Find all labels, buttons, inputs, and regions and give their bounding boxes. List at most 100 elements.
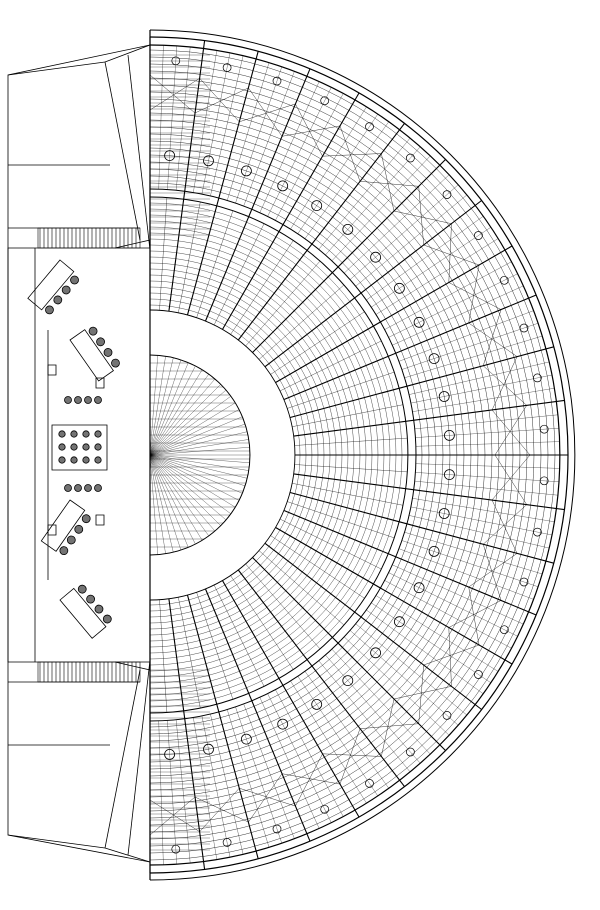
outer-seat-divider	[305, 122, 389, 239]
orchestra-grid-line	[150, 455, 188, 547]
orchestra-grid-line	[150, 455, 215, 531]
vomitory-exit	[500, 276, 508, 284]
structural-brace	[449, 628, 452, 687]
main-aisle-line	[290, 347, 554, 418]
orchestra-grid-line	[150, 455, 181, 550]
prop-seat	[95, 485, 102, 492]
inner-seat-divider	[280, 341, 381, 391]
inner-seat-divider	[197, 211, 233, 318]
outer-seat-divider	[268, 694, 332, 823]
structural-brace	[469, 553, 517, 587]
vomitory-exit	[165, 749, 175, 759]
vomitory-exit	[312, 699, 322, 709]
outer-seat-divider	[402, 323, 538, 369]
inner-seat-divider	[246, 261, 321, 346]
prop-table	[52, 425, 107, 470]
vomitory-exit	[366, 779, 374, 787]
outer-seat-divider	[176, 720, 190, 863]
prop-seat	[61, 284, 72, 295]
orchestra-grid-line	[150, 356, 166, 455]
outer-seat-divider	[260, 82, 319, 213]
vomitory-exit	[540, 425, 548, 433]
vomitory-exit	[414, 583, 424, 593]
outer-seat-divider	[389, 274, 518, 338]
outer-seat-divider	[366, 610, 483, 694]
inner-seat-divider	[271, 312, 365, 375]
main-aisle-line	[169, 599, 205, 870]
outer-seat-divider	[415, 428, 559, 437]
outer-seat-divider	[385, 262, 512, 330]
structural-brace	[381, 154, 394, 212]
orchestra-grid-line	[150, 355, 158, 455]
prop-seat	[102, 347, 113, 358]
orchestra-grid-line	[150, 455, 173, 552]
inner-seat-divider	[214, 585, 264, 686]
inner-seat-divider	[178, 597, 200, 708]
vomitory-exit	[429, 354, 439, 364]
orchestra-grid-line	[150, 455, 221, 526]
orchestra-grid-line	[150, 363, 188, 455]
structural-brace	[419, 186, 424, 245]
structural-brace	[449, 600, 501, 627]
vomitory-exit	[273, 77, 281, 85]
outer-seat-divider	[415, 415, 558, 429]
inner-seat-divider	[214, 224, 264, 325]
prop-table-block	[52, 425, 107, 470]
inner-seat-divider	[292, 483, 403, 505]
outer-seat-divider	[411, 375, 552, 403]
orchestra-grid-line	[150, 455, 231, 514]
outer-seat-divider	[319, 661, 410, 772]
stair-run-top	[38, 228, 140, 248]
orchestra-grid-line	[150, 424, 245, 455]
structural-brace	[282, 126, 340, 136]
orchestra-grid-line	[150, 439, 249, 455]
structural-brace	[248, 774, 282, 822]
vomitory-exit	[533, 528, 541, 536]
prop-seat	[59, 457, 65, 463]
structural-brace	[323, 754, 382, 757]
vomitory-exit	[443, 711, 451, 719]
structural-brace	[424, 645, 479, 665]
wing-stairs	[38, 228, 140, 682]
vomitory-exit	[474, 232, 482, 240]
inner-seat-divider	[231, 576, 294, 670]
structural-brace	[483, 310, 501, 366]
main-aisle-line	[206, 69, 311, 321]
outer-seat-divider	[159, 721, 164, 865]
main-aisle-line	[223, 581, 360, 817]
vomitory-exit	[444, 470, 454, 480]
inner-seat-divider	[178, 202, 200, 313]
vomitory-exit	[443, 191, 451, 199]
structural-brace	[424, 245, 479, 265]
prop-platform	[41, 500, 84, 551]
main-aisle-line	[169, 41, 205, 312]
prop-platform	[28, 260, 74, 310]
outer-seat-divider	[385, 580, 512, 648]
outer-seat-divider	[415, 472, 559, 481]
prop-seat	[73, 524, 84, 535]
outer-seat-divider	[244, 704, 295, 839]
orchestra-grid-line	[150, 370, 202, 455]
outer-seat-divider	[167, 46, 176, 190]
outer-seat-divider	[291, 681, 367, 803]
inner-seat-divider	[287, 372, 394, 408]
orchestra-grid-line	[150, 417, 242, 455]
prop-box	[96, 515, 104, 525]
prop-box	[48, 525, 56, 535]
prop-seat	[71, 444, 77, 450]
inner-seat-divider	[160, 600, 167, 713]
structural-brace	[340, 729, 360, 784]
main-aisle-line	[238, 123, 404, 340]
prop-seat	[81, 513, 92, 524]
structural-brace	[492, 455, 530, 500]
structural-brace	[239, 788, 295, 806]
outer-seat-divider	[405, 532, 543, 574]
outer-seat-divider	[356, 624, 467, 715]
vomitory-exit	[444, 430, 454, 440]
outer-seat-divider	[371, 227, 491, 307]
proscenium-line	[128, 660, 150, 855]
structural-brace	[394, 211, 452, 224]
main-aisle-line	[276, 528, 512, 665]
prop-seat	[83, 444, 89, 450]
prop-seat	[71, 457, 77, 463]
